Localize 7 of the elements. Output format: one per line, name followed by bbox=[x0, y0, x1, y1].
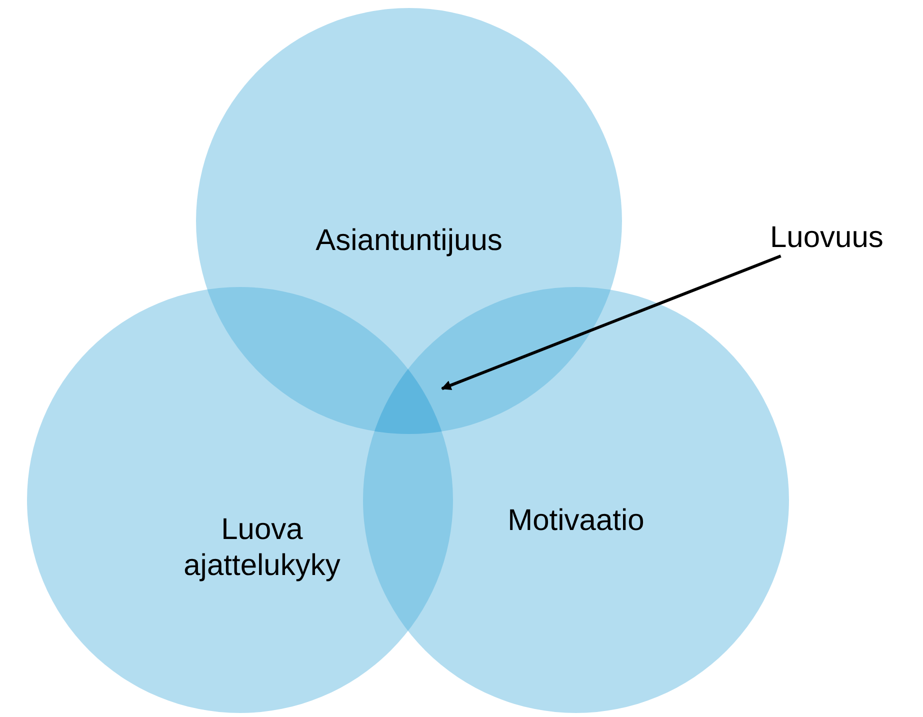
leader-arrow bbox=[441, 254, 782, 390]
callout-label: Luovuus bbox=[770, 220, 884, 256]
circle-label: Luova ajattelukyky bbox=[182, 512, 342, 584]
circle-label: Asiantuntijuus bbox=[314, 223, 504, 259]
circle-label: Motivaatio bbox=[506, 503, 646, 539]
overlap-region bbox=[374, 369, 442, 435]
venn-circle bbox=[363, 287, 789, 713]
